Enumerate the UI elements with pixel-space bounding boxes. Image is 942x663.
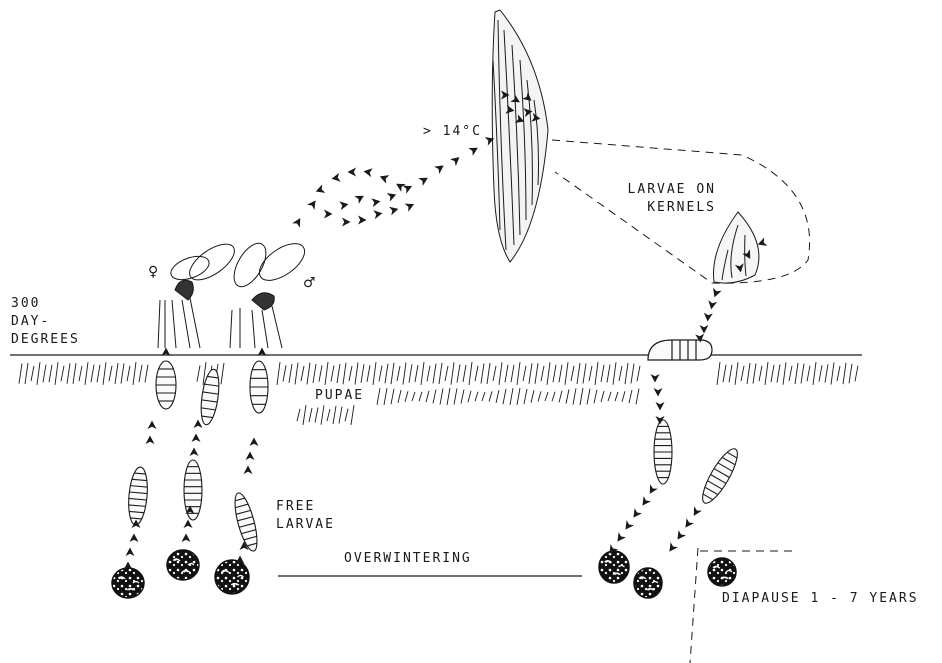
arrow-mark	[358, 216, 367, 225]
arrow-mark	[324, 210, 333, 219]
pupa	[156, 361, 176, 409]
arrow-mark	[703, 313, 713, 322]
day-degrees-label-line2: DAY-	[11, 314, 50, 330]
pupae-label: PUPAE	[312, 388, 367, 404]
pupal-case	[215, 560, 249, 594]
arrow-mark	[707, 300, 717, 310]
pupal-case	[167, 550, 199, 580]
arrow-mark	[190, 448, 199, 457]
female-symbol: ♀	[148, 264, 158, 280]
arrow-mark	[378, 172, 389, 183]
larvae-on-kernels-label-line1: LARVAE ON	[596, 182, 716, 198]
larva	[654, 420, 672, 484]
kernel-illustration	[714, 212, 759, 283]
overwintering-label: OVERWINTERING	[344, 551, 472, 567]
arrow-mark	[342, 218, 351, 227]
arrow-mark	[389, 204, 400, 215]
day-degrees-label-line3: DEGREES	[11, 332, 80, 348]
arrow-mark	[339, 200, 349, 210]
arrow-mark	[666, 542, 678, 554]
arrow-mark	[418, 174, 430, 186]
corn-ear-illustration	[492, 10, 548, 262]
arrow-mark	[468, 144, 480, 156]
arrow-mark	[348, 168, 357, 177]
arrow-mark	[130, 534, 139, 543]
arrow-mark	[656, 402, 665, 411]
arrow-mark	[126, 548, 135, 557]
arrow-mark	[314, 184, 325, 195]
arrow-mark	[614, 532, 626, 544]
larva	[231, 491, 262, 553]
arrow-mark	[630, 508, 642, 520]
arrow-mark	[250, 438, 259, 447]
free-larvae-label-line1: FREE	[276, 499, 315, 515]
temperature-label: > 14°C	[423, 124, 482, 140]
pupae-and-larvae	[127, 361, 744, 553]
arrow-mark	[363, 167, 373, 177]
pupal-case	[599, 551, 629, 583]
arrow-mark	[184, 520, 193, 529]
pupa	[198, 368, 222, 426]
arrow-mark	[373, 209, 383, 219]
surface-larva	[648, 340, 712, 360]
arrow-mark	[450, 154, 462, 166]
diapause-label: DIAPAUSE 1 - 7 YEARS	[720, 591, 921, 607]
free-larvae-label-line2: LARVAE	[276, 517, 335, 533]
pupal-case	[112, 568, 144, 598]
soil-hatching	[19, 362, 858, 425]
arrow-mark	[371, 197, 381, 207]
arrow-mark	[148, 421, 157, 430]
pupal-case	[708, 558, 736, 586]
male-symbol: ♂	[303, 275, 316, 291]
arrow-mark	[331, 173, 341, 183]
arrow-mark	[146, 436, 155, 445]
larva	[127, 466, 150, 525]
arrow-mark	[246, 452, 255, 461]
arrow-mark	[292, 216, 304, 228]
pupa	[250, 361, 268, 413]
arrow-mark	[651, 374, 660, 383]
arrow-mark	[622, 520, 634, 532]
arrow-mark	[307, 198, 319, 210]
arrow-mark	[674, 530, 686, 542]
arrow-mark	[194, 420, 203, 429]
day-degrees-label-line1: 300	[11, 296, 40, 312]
arrow-mark	[690, 506, 702, 518]
arrow-mark	[354, 192, 366, 204]
arrow-mark	[402, 182, 414, 194]
larvae-on-kernels-label-line2: KERNELS	[596, 200, 716, 216]
arrow-mark	[192, 434, 201, 443]
arrow-mark	[639, 496, 651, 508]
arrow-mark	[710, 288, 721, 299]
arrow-mark	[700, 325, 709, 334]
arrow-mark	[434, 162, 446, 174]
pupal-case	[634, 568, 662, 598]
arrow-mark	[182, 534, 191, 543]
arrow-mark	[646, 484, 658, 496]
male-fly-illustration	[228, 236, 311, 348]
arrow-mark	[404, 200, 416, 212]
migration-arrows	[124, 91, 768, 571]
arrow-mark	[387, 190, 398, 201]
arrow-mark	[244, 466, 253, 475]
arrow-mark	[682, 518, 694, 530]
larva	[184, 460, 202, 520]
larva	[697, 445, 744, 508]
female-fly-illustration	[158, 237, 240, 348]
diapause-dash-vertical	[690, 548, 698, 663]
arrow-mark	[654, 388, 663, 397]
